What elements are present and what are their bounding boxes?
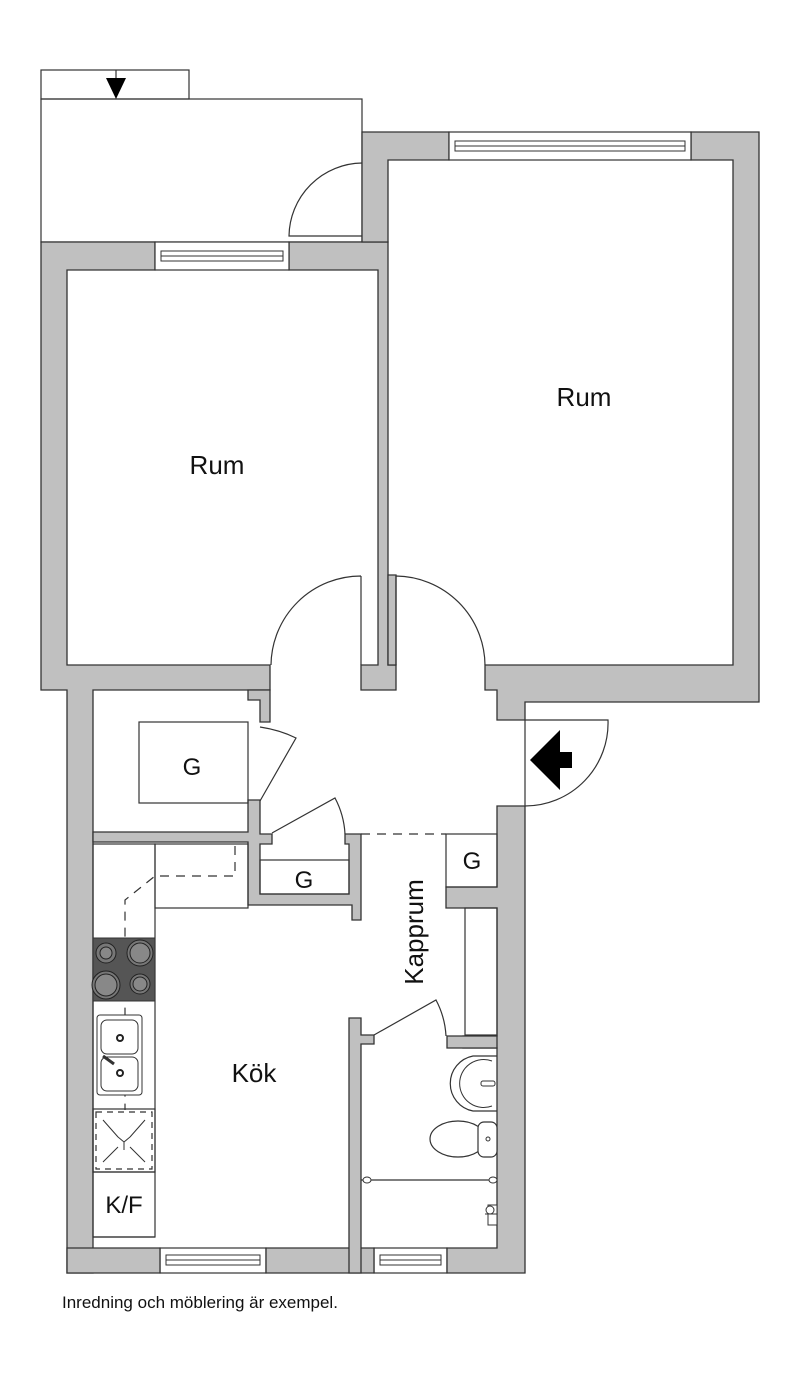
right-bedroom-walls: [361, 131, 760, 721]
door-entrance: [524, 719, 609, 807]
stove-icon: [91, 937, 156, 1002]
window-kitchen: [159, 1247, 267, 1274]
washbasin-icon: [449, 1055, 497, 1112]
shower-rail: [361, 1176, 498, 1184]
room-label-kok: Kök: [232, 1058, 278, 1088]
window-right-top: [448, 131, 692, 161]
door-closet-b: [271, 797, 346, 835]
closet-b-outline: [259, 859, 350, 895]
closet-a-label: G: [183, 754, 202, 781]
toilet-icon: [429, 1120, 498, 1158]
balcony-floor: [40, 98, 363, 243]
door-bathroom: [373, 999, 447, 1037]
door-closet-a: [259, 726, 297, 802]
room-label-kapprum: Kapprum: [399, 879, 429, 985]
door-balcony: [288, 162, 363, 237]
interior-walls: [92, 689, 498, 1274]
entrance-arrow-icon: [530, 730, 572, 790]
shower-mixer-icon: [485, 1204, 498, 1226]
balcony-arrow-icon: [106, 78, 126, 99]
balcony: [40, 69, 363, 243]
left-bedroom-walls: [40, 241, 397, 1274]
closet-c-label: G: [463, 848, 482, 875]
disclaimer-note: Inredning och möblering är exempel.: [62, 1293, 338, 1312]
room-label-left-rum: Rum: [190, 450, 245, 480]
door-left-bedroom: [270, 575, 362, 666]
closet-a-outline: [138, 721, 249, 804]
kitchen-counter: [92, 843, 249, 1238]
dishwasher-icon: [92, 1108, 156, 1173]
closet-b-label: G: [295, 867, 314, 894]
door-right-bedroom: [395, 575, 486, 666]
wardrobe: [464, 907, 498, 1036]
room-label-right-rum: Rum: [557, 382, 612, 412]
window-left-top: [154, 241, 290, 271]
doors: [259, 162, 609, 1037]
closet-c-outline: [445, 833, 498, 888]
sink-icon: [96, 1014, 143, 1096]
fridge-freezer-label: K/F: [105, 1192, 142, 1219]
window-bathroom: [373, 1247, 448, 1274]
